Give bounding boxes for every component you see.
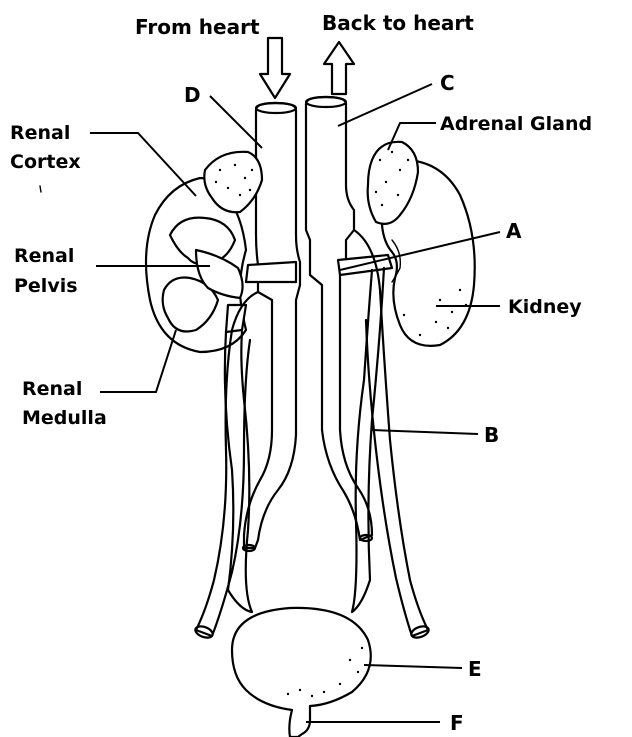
- label-b: B: [484, 423, 499, 447]
- urinary-bladder: [232, 608, 371, 737]
- renal-cortex-label-line1: Renal: [10, 122, 70, 144]
- back-to-heart-label: Back to heart: [322, 11, 474, 35]
- label-f: F: [450, 711, 464, 735]
- label-d: D: [184, 83, 201, 107]
- from-heart-arrow: [260, 38, 290, 98]
- vena-cava: [306, 97, 372, 540]
- renal-pelvis-label-line2: Pelvis: [14, 275, 78, 297]
- kidney-label: Kidney: [508, 296, 582, 318]
- adrenal-gland-label: Adrenal Gland: [440, 113, 592, 135]
- right-kidney: [368, 142, 475, 346]
- renal-cortex-label-line2: Cortex: [10, 151, 81, 173]
- right-ureter: [352, 268, 384, 612]
- renal-medulla-label-line1: Renal: [22, 378, 82, 400]
- from-heart-label: From heart: [135, 15, 260, 39]
- left-ureter: [225, 332, 252, 612]
- label-c: C: [440, 71, 455, 95]
- back-to-heart-arrow: [324, 42, 354, 94]
- stray-mark: [40, 186, 41, 192]
- renal-medulla-label-line2: Medulla: [22, 407, 107, 429]
- left-kidney: [146, 152, 262, 352]
- label-e: E: [468, 657, 482, 681]
- label-a: A: [506, 219, 522, 243]
- renal-pelvis-label-line1: Renal: [14, 245, 74, 267]
